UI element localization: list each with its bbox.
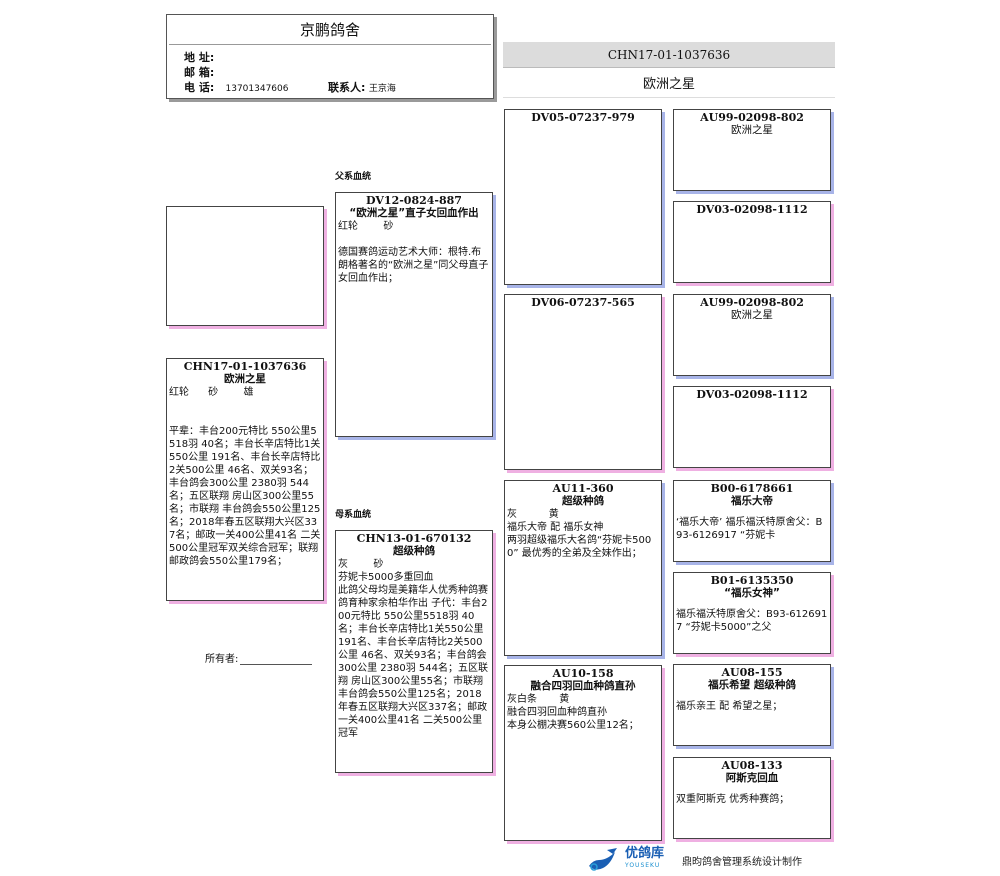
email-row: 邮 箱: — [167, 66, 493, 81]
ss-ring: DV05-07237-979 — [531, 111, 635, 124]
dd-attrs: 灰白条 黄 — [507, 694, 570, 705]
dds-ring: AU08-155 — [721, 666, 783, 679]
contact-label: 联系人: — [328, 81, 366, 94]
address-label: 地 址: — [184, 51, 215, 64]
dam-ring: CHN13-01-670132 — [356, 532, 472, 545]
dss-desc: ‘福乐大帝’ 福乐福沃特原舍父：B93-6126917 “芬妮卡 — [676, 517, 823, 541]
phone-label: 电 话: — [184, 81, 215, 94]
dds-name: 福乐希望 超级种鸽 — [708, 679, 796, 691]
youseku-logo-icon — [585, 846, 621, 874]
owner-blank — [240, 655, 313, 665]
sire-desc: 德国赛鸽运动艺术大师：根特.布朗格著名的“欧洲之星”同父母直子女回血作出； — [338, 247, 489, 284]
dds-desc: 福乐亲王 配 希望之星； — [676, 701, 783, 712]
pigeon-ring-header: CHN17-01-1037636 — [503, 42, 835, 68]
loft-title: 京鹏鸽舍 — [169, 15, 491, 45]
granddam-sire-box: DV06-07237-565 — [504, 294, 662, 470]
pigeon-photo-box — [166, 206, 324, 326]
ssd-ring: DV03-02098-1112 — [696, 203, 808, 216]
sds-name: 欧洲之星 — [731, 309, 773, 321]
ggp-sds-box: AU99-02098-802 欧洲之星 — [673, 294, 831, 376]
ddd-ring: AU08-133 — [721, 759, 783, 772]
dam-desc: 芬妮卡5000多重回血 此鸽父母均是美籍华人优秀种鸽赛鸽育种家余柏华作出 子代：… — [338, 572, 488, 739]
dsd-ring: B01-6135350 — [710, 574, 794, 587]
footer-credit: 鼎昀鸽舍管理系统设计制作 — [682, 856, 803, 868]
ds-ring: AU11-360 — [552, 482, 614, 495]
dsd-desc: 福乐福沃特原舍父：B93-6126917 “芬妮卡5000”之父 — [676, 609, 828, 633]
sire-line-label: 父系血统 — [335, 172, 372, 182]
ggp-dds-box: AU08-155 福乐希望 超级种鸽 福乐亲王 配 希望之星； — [673, 664, 831, 746]
sire-name: “欧洲之星”直子女回血作出 — [349, 207, 479, 219]
sds-ring: AU99-02098-802 — [700, 296, 804, 309]
subject-attrs: 红轮 砂 雄 — [169, 387, 254, 398]
dd-desc: 融合四羽回血种鸽直孙 本身公棚决赛560公里12名； — [507, 707, 639, 731]
subject-desc: 平辈：丰台200元特比 550公里5518羽 40名；丰台长辛店特比1关550公… — [169, 426, 321, 567]
dam-name: 超级种鸽 — [393, 545, 435, 557]
ds-name: 超级种鸽 — [562, 495, 604, 507]
dsd-name: “福乐女神” — [724, 587, 780, 599]
subject-ring: CHN17-01-1037636 — [183, 360, 307, 373]
phone-value: 13701347606 — [225, 84, 289, 94]
phone-row: 电 话: 13701347606 联系人: 王京海 — [167, 81, 493, 96]
grandsire-sire-box: DV05-07237-979 — [504, 109, 662, 285]
logo-text: 优鸽库 YOUSEKU — [625, 846, 665, 872]
granddam-dam-box: AU10-158 融合四羽回血种鸽直孙 灰白条 黄 融合四羽回血种鸽直孙 本身公… — [504, 665, 662, 841]
ggp-ddd-box: AU08-133 阿斯克回血 双重阿斯克 优秀种赛鸽； — [673, 757, 831, 839]
ggp-dsd-box: B01-6135350 “福乐女神” 福乐福沃特原舍父：B93-6126917 … — [673, 572, 831, 654]
ggp-sdd-box: DV03-02098-1112 — [673, 386, 831, 468]
contact-value: 王京海 — [368, 84, 396, 94]
logo-cn: 优鸽库 — [625, 846, 665, 861]
footer: 优鸽库 YOUSEKU 鼎昀鸽舍管理系统设计制作 — [585, 845, 802, 875]
ds-desc: 福乐大帝 配 福乐女神 两羽超级福乐大名鸽“芬妮卡5000” 最优秀的全弟及全妹… — [507, 522, 652, 559]
subject-pigeon-box: CHN17-01-1037636 欧洲之星 红轮 砂 雄 平辈：丰台200元特比… — [166, 358, 324, 601]
logo-en: YOUSEKU — [625, 862, 661, 869]
loft-info-card: 京鹏鸽舍 地 址: 邮 箱: 电 话: 13701347606 联系人: 王京海 — [166, 14, 494, 99]
sdd-ring: DV03-02098-1112 — [696, 388, 808, 401]
ggp-dss-box: B00-6178661 福乐大帝 ‘福乐大帝’ 福乐福沃特原舍父：B93-612… — [673, 480, 831, 562]
pigeon-name-header: 欧洲之星 — [503, 72, 835, 98]
sss-name: 欧洲之星 — [731, 124, 773, 136]
ggp-ssd-box: DV03-02098-1112 — [673, 201, 831, 283]
owner-line: 所有者: — [205, 650, 313, 665]
dd-name: 融合四羽回血种鸽直孙 — [530, 680, 636, 692]
subject-name: 欧洲之星 — [224, 373, 266, 385]
email-label: 邮 箱: — [184, 66, 215, 79]
address-row: 地 址: — [167, 51, 493, 66]
dss-ring: B00-6178661 — [710, 482, 794, 495]
sire-attrs: 红轮 砂 — [338, 221, 394, 232]
sire-box: DV12-0824-887 “欧洲之星”直子女回血作出 红轮 砂 德国赛鸽运动艺… — [335, 192, 493, 437]
dss-name: 福乐大帝 — [731, 495, 773, 507]
ddd-name: 阿斯克回血 — [725, 772, 779, 784]
dam-attrs: 灰 砂 — [338, 559, 384, 570]
grandsire-dam-box: AU11-360 超级种鸽 灰 黄 福乐大帝 配 福乐女神 两羽超级福乐大名鸽“… — [504, 480, 662, 656]
dam-box: CHN13-01-670132 超级种鸽 灰 砂 芬妮卡5000多重回血 此鸽父… — [335, 530, 493, 773]
dd-ring: AU10-158 — [552, 667, 614, 680]
dam-line-label: 母系血统 — [335, 510, 372, 520]
ds-attrs: 灰 黄 — [507, 509, 559, 520]
sd-ring: DV06-07237-565 — [531, 296, 635, 309]
ggp-sss-box: AU99-02098-802 欧洲之星 — [673, 109, 831, 191]
sss-ring: AU99-02098-802 — [700, 111, 804, 124]
ddd-desc: 双重阿斯克 优秀种赛鸽； — [676, 794, 790, 805]
sire-ring: DV12-0824-887 — [366, 194, 462, 207]
owner-label: 所有者: — [205, 654, 239, 665]
